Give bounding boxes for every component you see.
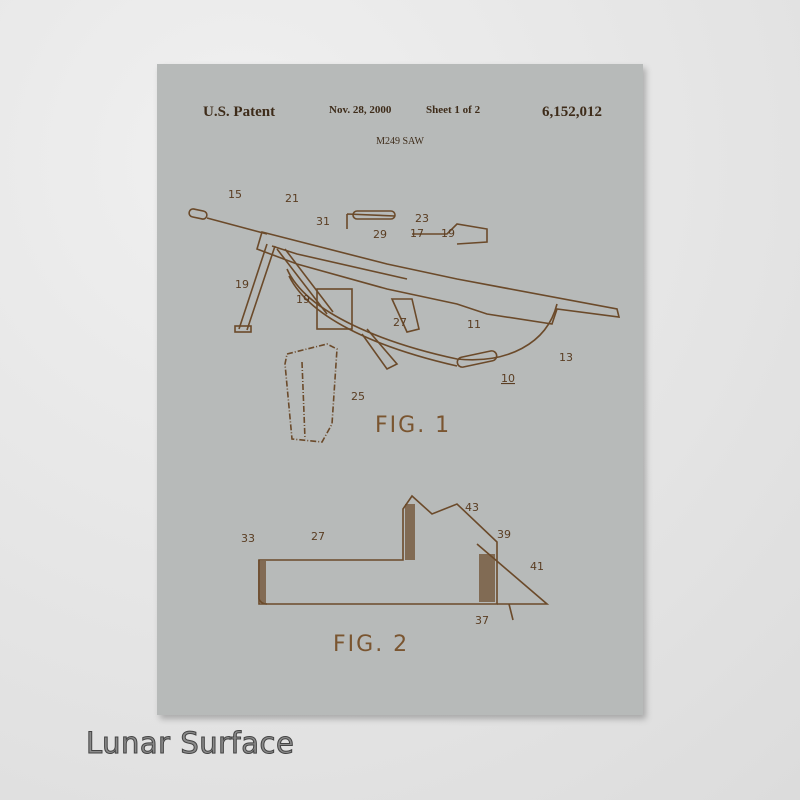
patent-title: M249 SAW [376, 136, 424, 147]
patent-number: 6,152,012 [542, 104, 602, 120]
ref-label: 39 [497, 528, 511, 541]
ref-label: 27 [393, 316, 407, 329]
ref-label: 43 [465, 501, 479, 514]
fig1-caption: FIG. 1 [375, 413, 451, 438]
ref-label: 29 [373, 228, 387, 241]
ref-label: 33 [241, 532, 255, 545]
ref-label: 19 [235, 278, 249, 291]
patent-drawing: 15 21 31 29 23 17 19 19 19 27 11 13 10 2… [188, 188, 621, 657]
ref-label: 31 [316, 215, 330, 228]
patent-print: U.S. Patent Nov. 28, 2000 Sheet 1 of 2 6… [157, 64, 643, 715]
fig1-reference-numbers: 15 21 31 29 23 17 19 19 19 27 11 13 10 2… [228, 188, 573, 403]
ref-label: 27 [311, 530, 325, 543]
ref-label: 19 [296, 293, 310, 306]
patent-date: Nov. 28, 2000 [329, 104, 392, 116]
fig1-rifle-drawing [188, 208, 621, 443]
ref-label: 17 [410, 227, 424, 240]
sheet-number: Sheet 1 of 2 [426, 104, 481, 116]
ref-label: 15 [228, 188, 242, 201]
ref-label: 23 [415, 212, 429, 225]
ref-label: 10 [501, 372, 515, 385]
patent-label: U.S. Patent [203, 104, 276, 120]
ref-label: 19 [441, 227, 455, 240]
fig2-caption: FIG. 2 [333, 632, 409, 657]
fig2-reference-numbers: 33 27 43 39 41 37 [241, 501, 544, 627]
finish-name-label: Lunar Surface [85, 726, 295, 761]
ref-label: 37 [475, 614, 489, 627]
fig2-part-drawing [258, 494, 550, 621]
ref-label: 41 [530, 560, 544, 573]
ref-label: 21 [285, 192, 299, 205]
ref-label: 25 [351, 390, 365, 403]
ref-label: 13 [559, 351, 573, 364]
ref-label: 11 [467, 318, 481, 331]
